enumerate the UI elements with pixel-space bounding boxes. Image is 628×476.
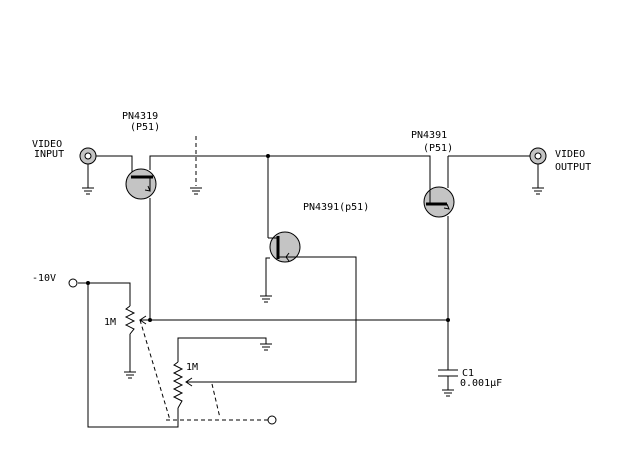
cap-value-label: 0.001µF xyxy=(460,378,502,389)
video-input-label-line2: INPUT xyxy=(34,149,64,160)
wires xyxy=(78,155,539,428)
supply-voltage-label: -10V xyxy=(32,273,56,284)
output-terminal xyxy=(267,415,277,425)
ground-symbol-pot1 xyxy=(124,371,136,379)
video-input-label-line1: VIDEO xyxy=(32,139,62,150)
capacitor-c1 xyxy=(438,369,458,377)
video-input-jack xyxy=(79,147,97,165)
potentiometer-2 xyxy=(172,361,193,409)
ground-symbol-dashed xyxy=(190,187,202,195)
ground-symbol-output xyxy=(532,187,544,195)
potentiometer-1 xyxy=(124,305,147,335)
dashed-lines xyxy=(139,136,268,421)
pot1-value-label: 1M xyxy=(104,317,116,328)
video-output-jack xyxy=(529,147,547,165)
ground-symbol-cap xyxy=(442,389,454,397)
junction-dots xyxy=(86,154,450,322)
video-output-label-line1: VIDEO xyxy=(555,149,585,160)
ground-symbol-input xyxy=(82,187,94,195)
supply-terminal xyxy=(68,278,78,288)
q3-page-label: (P51) xyxy=(423,143,453,154)
video-output-label-line2: OUTPUT xyxy=(555,162,591,173)
q2-part-label: PN4391(p51) xyxy=(303,202,369,213)
transistor-q3 xyxy=(423,160,455,218)
cap-name-label: C1 xyxy=(462,368,474,379)
ground-symbol-q2 xyxy=(260,295,272,303)
ground-symbol-pot2 xyxy=(260,343,272,351)
transistor-q2 xyxy=(268,231,301,263)
q1-page-label: (P51) xyxy=(130,122,160,133)
transistor-q1 xyxy=(125,168,157,200)
q3-part-label: PN4391 xyxy=(411,130,447,141)
q1-part-label: PN4319 xyxy=(122,111,158,122)
pot2-value-label: 1M xyxy=(186,362,198,373)
